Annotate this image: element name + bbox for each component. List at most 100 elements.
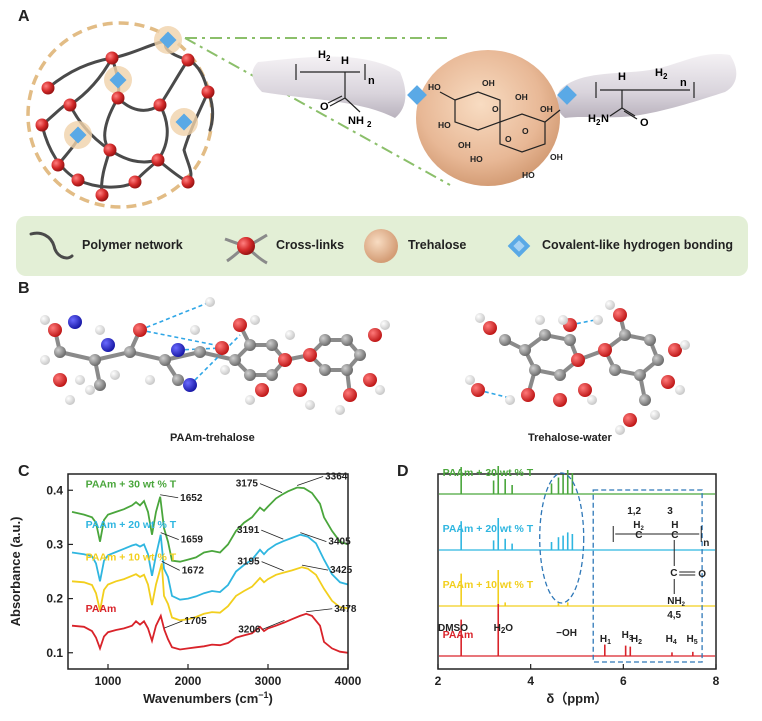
- chem-right-h2-sub: 2: [663, 72, 668, 81]
- chem-left-nh2-sub: 2: [367, 120, 372, 129]
- chem-right-o: O: [640, 117, 649, 129]
- nmr-h-label-2: H2: [631, 634, 642, 646]
- ftir-y-axis-label: Absorbance (a.u.): [8, 517, 23, 627]
- legend-trehalose: Trehalose: [408, 238, 467, 252]
- nmr-h-label-3: H4: [666, 634, 677, 646]
- ftir-peak-pointer: [301, 564, 329, 571]
- svg-text:OH: OH: [515, 92, 528, 102]
- panel-a-illustration: H 2 H n O NH 2 H H 2 n O H 2 N HO HO OH …: [26, 21, 737, 209]
- polymer-chain-icon: [29, 231, 74, 260]
- trehalose-structure: [439, 91, 561, 153]
- chem-left-n: n: [368, 75, 375, 87]
- ftir-x-tick-label: 4000: [335, 674, 362, 688]
- chem-right: [595, 82, 695, 120]
- ftir-plot-frame: [67, 473, 349, 670]
- nmr-h2o-label: H2O: [494, 623, 514, 635]
- ftir-peak-label-6: 1672: [182, 565, 205, 576]
- ftir-peak-label-8: 3425: [330, 565, 353, 576]
- ftir-series-label-2: PAAm + 10 wt % T: [86, 552, 177, 564]
- ftir-y-tick-label: 0.4: [46, 483, 63, 497]
- ftir-peak-label-2: 3364: [325, 472, 348, 483]
- ftir-peak-pointer: [262, 620, 285, 630]
- ftir-x-axis-label: Wavenumbers (cm−1): [143, 690, 273, 706]
- ftir-peak-label-0: 1652: [180, 493, 203, 504]
- ftir-peak-label-11: 3478: [334, 604, 357, 615]
- caption-paam-trehalose: PAAm-trehalose: [170, 432, 255, 444]
- chem-left-h2-sub: 2: [326, 54, 331, 63]
- nmr-struct-n: n: [703, 538, 709, 549]
- nmr-x-tick-label: 2: [435, 674, 442, 688]
- ftir-series-2: [71, 563, 349, 622]
- ftir-peak-label-1: 3175: [236, 479, 259, 490]
- ftir-series-label-0: PAAm + 30 wt % T: [86, 479, 177, 491]
- nmr-series-label-3: PAAm: [443, 629, 474, 641]
- chem-left-h: H: [341, 55, 349, 67]
- caption-trehalose-water: Trehalose-water: [528, 432, 612, 444]
- ftir-peak-label-7: 3195: [237, 557, 260, 568]
- nmr-paam-region: [592, 489, 703, 663]
- ftir-peak-label-9: 1705: [184, 616, 207, 627]
- ftir-peak-pointer: [296, 476, 324, 486]
- nmr-struct-c1: C: [635, 530, 642, 541]
- svg-text:OH: OH: [540, 104, 553, 114]
- svg-text:HO: HO: [522, 170, 535, 180]
- svg-text:OH: OH: [550, 152, 563, 162]
- crosslink-nodes: [35, 51, 215, 202]
- panel-label-d: D: [397, 463, 409, 480]
- nmr-plot-frame: [437, 473, 717, 670]
- panel-b-molecules: [40, 297, 690, 435]
- ftir-series-1: [71, 533, 349, 601]
- ftir-y-tick-label: 0.1: [46, 646, 63, 660]
- svg-text:O: O: [505, 134, 512, 144]
- panel-label-b: B: [18, 280, 30, 297]
- ftir-x-tick-label: 1000: [95, 674, 122, 688]
- nmr-oh-label: −OH: [556, 628, 577, 639]
- ftir-peak-pointer: [306, 608, 333, 613]
- nmr-series-label-1: PAAm + 20 wt % T: [443, 523, 534, 535]
- ftir-peak-pointer: [261, 561, 284, 571]
- polymer-tube-right: [556, 53, 737, 118]
- trehalose-atom-labels: HO HO OH OH HO O OH O OH OH O HO: [428, 78, 563, 180]
- nmr-series-label-2: PAAm + 10 wt % T: [443, 579, 534, 591]
- nmr-x-tick-label: 4: [527, 674, 534, 688]
- ftir-y-tick-label: 0.2: [46, 592, 63, 606]
- chem-left-h2: H: [318, 49, 326, 61]
- nmr-struct-nh2: NH2: [667, 596, 685, 608]
- svg-text:O: O: [492, 104, 499, 114]
- hydrogen-bond-icon: [507, 234, 531, 258]
- chem-right-h: H: [618, 71, 626, 83]
- ftir-series-0: [71, 486, 349, 563]
- legend-polymer-network: Polymer network: [82, 238, 183, 252]
- chem-left: [295, 64, 366, 113]
- chem-right-n: n: [680, 77, 687, 89]
- nmr-struct-h2: H2: [633, 520, 644, 532]
- trehalose-sphere-icon: [364, 229, 398, 263]
- ftir-peak-pointer: [259, 483, 283, 493]
- nmr-struct-h: H: [671, 520, 678, 531]
- nmr-x-tick-label: 8: [713, 674, 720, 688]
- hbond-sites: [64, 26, 198, 149]
- ftir-x-tick-label: 2000: [175, 674, 202, 688]
- trehalose-water-model: [465, 300, 690, 435]
- ftir-y-tick-label: 0.3: [46, 537, 63, 551]
- ftir-peak-label-4: 3191: [237, 525, 260, 536]
- nmr-struct-o: O: [698, 569, 706, 580]
- chem-right-h2: H: [655, 67, 663, 79]
- ftir-peak-label-5: 3405: [328, 537, 351, 548]
- svg-text:HO: HO: [428, 82, 441, 92]
- nmr-struct-pos12: 1,2: [627, 506, 641, 517]
- ftir-peak-pointer: [160, 532, 179, 541]
- chem-left-nh2: NH: [348, 115, 364, 127]
- nmr-dmso-label: DMSO: [438, 623, 468, 634]
- legend-box: Polymer network Cross-links Trehalose Co…: [16, 216, 748, 276]
- nmr-h-label-4: H5: [687, 634, 698, 646]
- svg-text:HO: HO: [438, 120, 451, 130]
- panel-label-c: C: [18, 463, 30, 480]
- ftir-peak-pointer: [300, 532, 327, 543]
- svg-text:O: O: [522, 126, 529, 136]
- ftir-peak-pointer: [261, 529, 284, 540]
- nmr-struct-c3: C: [670, 568, 677, 579]
- nmr-oh-region: [539, 472, 585, 604]
- legend-hydrogen-bonding: Covalent-like hydrogen bonding: [542, 238, 733, 252]
